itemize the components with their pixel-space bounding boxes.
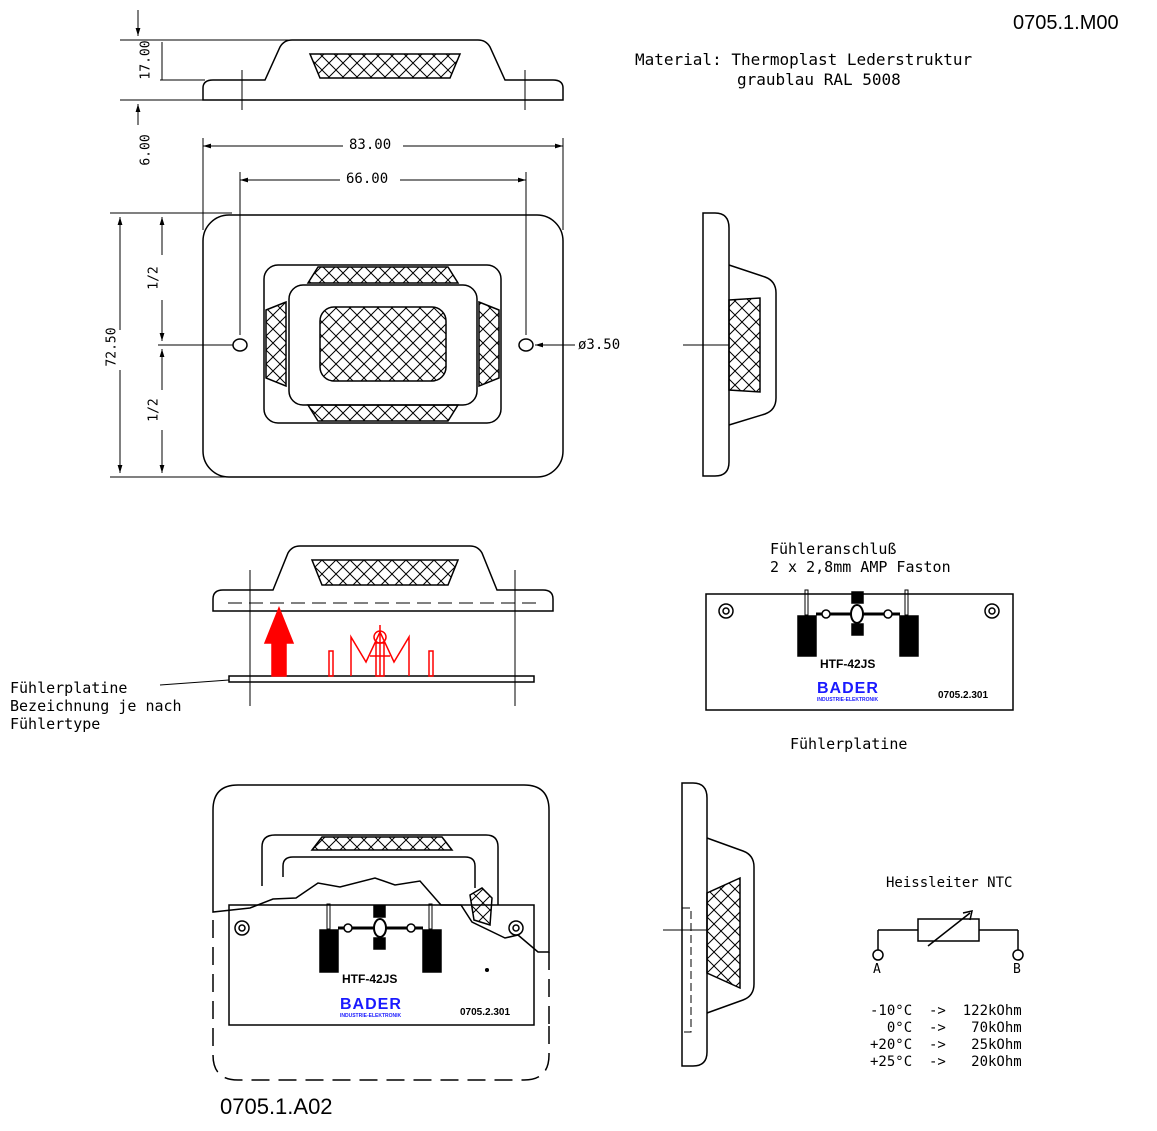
exploded-guides [159,570,516,706]
ntc-row-4: +25°C -> 20kOhm [870,1054,1022,1070]
material-line-2: graublau RAL 5008 [737,70,901,89]
side-view-top [202,39,564,101]
dim-width-outer-label: 83.00 [349,137,392,153]
dim-length-label: 72.50 [104,327,120,367]
pcb-caption: Fühlerplatine [790,735,908,753]
pcb-brand-sub: INDUSTRIE-ELEKTRONIK [817,697,879,703]
ntc-schematic [872,910,1024,961]
assembly-brand-logo: BADER [340,996,402,1013]
ntc-row-1: -10°C -> 122kOhm [870,1003,1022,1019]
plan-view [202,214,564,478]
terminal-a-label: A [873,962,881,977]
assembly-number: 0705.1.A02 [220,1094,333,1119]
side-view-right-bottom [663,782,755,1067]
assembly-arrow [263,605,295,677]
dimension-lines-plan [110,138,575,478]
connector-title: Fühleranschluß [770,540,897,558]
dim-hole-diameter-label: ø3.50 [578,337,621,353]
assembly-part-number: 0705.2.301 [460,1007,511,1018]
pcb-brand-logo: BADER [817,680,879,697]
pcb-detail [705,589,1014,711]
assembled-view [212,784,550,1081]
callout-line-1: Fühlerplatine [10,679,128,697]
dim-half-bottom-label: 1/2 [146,398,162,422]
callout-line-2: Bezeichnung je nach [10,697,182,715]
schematic-title: Heissleiter NTC [886,875,1013,891]
pcb-part-number: 0705.2.301 [938,690,989,701]
terminal-b-label: B [1013,962,1021,977]
connector-spec: 2 x 2,8mm AMP Faston [770,558,951,576]
assembly-pcb-type: HTF-42JS [342,972,398,986]
ntc-row-2: 0°C -> 70kOhm [870,1020,1022,1036]
ntc-row-3: +20°C -> 25kOhm [870,1037,1022,1053]
dim-width-holes-label: 66.00 [346,171,389,187]
red-connector-parts [328,625,434,677]
callout-line-3: Fühlertype [10,715,101,733]
dim-half-top-label: 1/2 [146,266,162,290]
assembly-brand-sub: INDUSTRIE-ELEKTRONIK [340,1013,402,1019]
dim-base-label: 6.00 [138,134,154,166]
dim-height-label: 17.00 [138,40,154,80]
exploded-side-view [212,545,554,683]
side-view-right [683,212,777,477]
material-line-1: Material: Thermoplast Lederstruktur [635,50,973,69]
pcb-type-label: HTF-42JS [820,657,876,671]
drawing-number: 0705.1.M00 [1013,12,1119,34]
dimension-lines-side [120,10,526,125]
